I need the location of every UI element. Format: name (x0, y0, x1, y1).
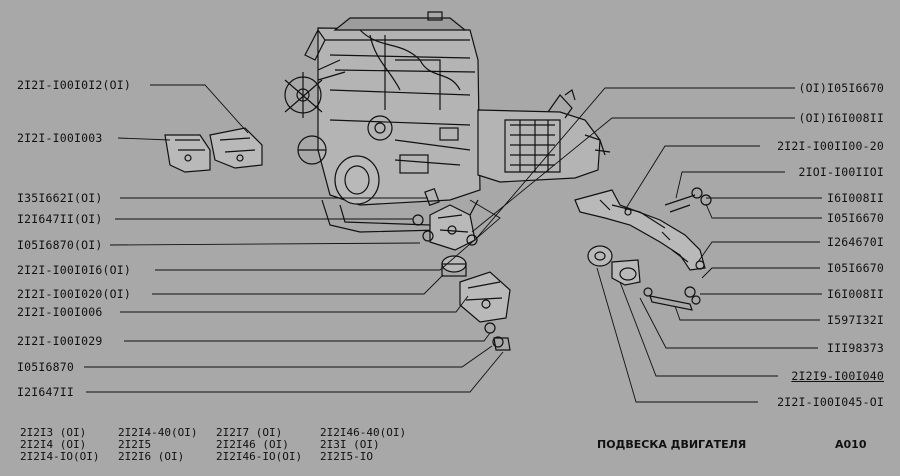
nut-washer-lower (484, 322, 511, 351)
callout-label-left: I05I6870(OI) (17, 238, 103, 252)
legend-entry: 2I2I46-IO(OI) (216, 450, 303, 463)
legend-entry: 2I2I3 (OI) (20, 426, 87, 439)
callout-label-right: 2I2I9-I00I040 (791, 369, 884, 383)
leader-r1 (474, 87, 795, 241)
leader-5 (109, 242, 421, 246)
callout-label-left: 2I2I-I00I003 (17, 131, 103, 145)
leader-2 (117, 137, 171, 141)
leader-6 (155, 199, 501, 271)
callout-label-right: I05I6670 (827, 261, 884, 275)
engine-cushion-upper (424, 187, 476, 251)
gearbox (477, 89, 611, 183)
legend-entry: 2I2I4-IO(OI) (20, 450, 100, 463)
callout-label-right: (OI)I05I6670 (798, 81, 884, 95)
leader-r4 (675, 171, 785, 199)
legend-entry: 2I2I46-40(OI) (320, 426, 407, 439)
leader-r3 (624, 145, 760, 211)
leader-1 (150, 84, 249, 134)
leader-r6 (705, 203, 822, 219)
nut-washer-upper (412, 214, 478, 246)
callout-label-right: III98373 (827, 341, 884, 355)
callout-label-left: 2I2I-I00I029 (17, 334, 103, 348)
leader-8 (120, 295, 469, 313)
callout-label-left: I2I647II (17, 385, 74, 399)
diagram-title: ПОДВЕСКА ДВИГАТЕЛЯ (597, 438, 747, 451)
leader-r11 (639, 297, 818, 349)
callout-label-right: I6I008II (827, 287, 884, 301)
leader-7 (152, 274, 444, 295)
legend-column-2: 2I2I4-40(OI) 2I2I5 2I2I6 (OI) (118, 427, 197, 463)
callout-label-right: 2I2I-I00I045-OI (777, 395, 884, 409)
leader-r2 (471, 117, 795, 233)
page-code: A010 (835, 438, 867, 451)
legend-entry: 2I2I6 (OI) (118, 450, 185, 463)
callout-label-left: 2I2I-I00I006 (17, 305, 103, 319)
bracket-2121-1001003 (164, 134, 211, 173)
leader-10 (84, 345, 493, 368)
rear-cushion (587, 245, 641, 286)
callout-label-right: 2IOI-I00IIOI (798, 165, 884, 179)
callout-label-right: I264670I (827, 235, 884, 249)
bolt-rear-cushion (643, 286, 701, 311)
leader-r12 (619, 281, 778, 377)
leader-9 (124, 332, 491, 342)
legend-column-1: 2I2I3 (OI) 2I2I4 (OI) 2I2I4-IO(OI) (20, 427, 99, 463)
legend-entry: 2I2I4 (OI) (20, 438, 87, 451)
callout-label-right: I6I008II (827, 191, 884, 205)
leader-11 (86, 351, 504, 393)
callout-label-right: I05I6670 (827, 211, 884, 225)
engine-cushion-lower (441, 255, 511, 323)
callout-label-left: 2I2I-I00I0I6(OI) (17, 263, 131, 277)
bolt-washer-right (664, 187, 712, 270)
callout-label-right: I597I32I (827, 313, 884, 327)
callout-label-right: 2I2I-I00II00-20 (777, 139, 884, 153)
legend-entry: 2I2I46 (OI) (216, 438, 289, 451)
callout-label-left: 2I2I-I00I0I2(OI) (17, 78, 131, 92)
leader-r13 (596, 267, 758, 403)
leader-r10 (674, 305, 820, 321)
bracket-2121-1001012 (209, 127, 263, 169)
legend-column-4: 2I2I46-40(OI) 2I3I (OI) 2I2I5-IO (320, 427, 406, 463)
callout-label-left: I35I662I(OI) (17, 191, 103, 205)
legend-entry: 2I2I5 (118, 438, 152, 451)
legend-entry: 2I2I5-IO (320, 450, 373, 463)
legend-entry: 2I3I (OI) (320, 438, 380, 451)
callout-label-left: 2I2I-I00I020(OI) (17, 287, 131, 301)
engine-block (284, 11, 481, 233)
legend-entry: 2I2I7 (OI) (216, 426, 283, 439)
callout-label-right: (OI)I6I008II (798, 111, 884, 125)
callout-label-left: I2I647II(OI) (17, 212, 103, 226)
legend-entry: 2I2I4-40(OI) (118, 426, 198, 439)
legend-column-3: 2I2I7 (OI) 2I2I46 (OI) 2I2I46-IO(OI) (216, 427, 302, 463)
leader-r7 (697, 241, 820, 263)
callout-label-left: I05I6870 (17, 360, 74, 374)
leader-r8 (701, 267, 820, 279)
